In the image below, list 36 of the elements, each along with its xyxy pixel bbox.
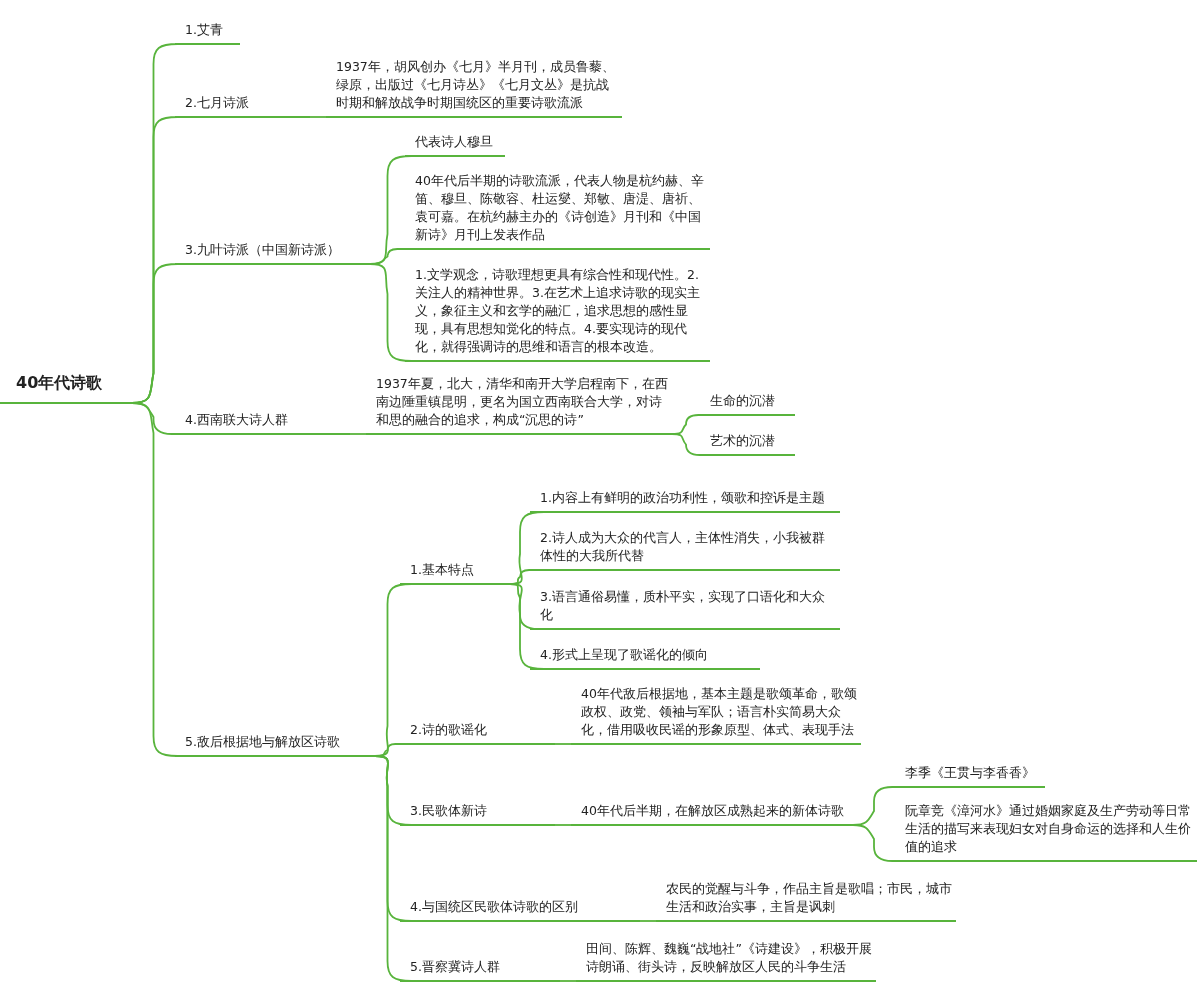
branch-line: [309, 116, 327, 118]
topic-text: 2.七月诗派: [184, 94, 250, 112]
topic-text: 3.语言通俗易懂，质朴平实，实现了口语化和大众化: [539, 588, 826, 624]
topic-text: 1.内容上有鲜明的政治功利性，颂歌和控诉是主题: [539, 489, 826, 507]
branch-line: [554, 824, 572, 826]
topic-text: 生命的沉潜: [709, 392, 776, 410]
topic-text: 4.西南联大诗人群: [184, 411, 289, 429]
topic-text: 李季《王贯与李香香》: [904, 764, 1036, 782]
topic-text: 4.形式上呈现了歌谣化的倾向: [539, 646, 709, 664]
topic-text: 1.文学观念，诗歌理想更具有综合性和现代性。2.关注人的精神世界。3.在艺术上追求诗歌的现实主义，象征主义和玄学的融汇，追求思想的感性显现，具有思想知觉化的特点。4.要实现诗的现代化，就得强调诗的思维和语言的根本改造。: [414, 266, 701, 356]
topic-text: 阮章竞《漳河水》通过婚姻家庭及生产劳动等日常生活的描写来表现妇女对自身命运的选择和人生价值的追求: [904, 802, 1192, 856]
topic-text: 代表诗人穆旦: [414, 133, 494, 151]
topic-text: 5.敌后根据地与解放区诗歌: [184, 733, 341, 751]
topic-text: 5.晋察冀诗人群: [409, 958, 501, 976]
central-topic-text: 40年代诗歌: [15, 374, 104, 394]
branch-line: [639, 920, 657, 922]
topic-text: 2.诗人成为大众的代言人，主体性消失，小我被群体性的大我所代替: [539, 529, 826, 565]
topic-text: 1.基本特点: [409, 561, 475, 579]
topic-text: 艺术的沉潜: [709, 432, 776, 450]
branch-line: [349, 433, 367, 435]
topic-text: 1.艾青: [184, 21, 224, 39]
branch-line: [852, 824, 896, 862]
topic-text: 2.诗的歌谣化: [409, 721, 488, 739]
topic-text: 1937年夏，北大，清华和南开大学启程南下，在西南边陲重镇昆明，更名为国立西南联合大学，对诗和思的融合的追求，构成“沉思的诗”: [375, 375, 669, 429]
topic-text: 40年代后半期的诗歌流派，代表人物是杭约赫、辛笛、穆旦、陈敬容、杜运燮、郑敏、唐湜、唐祈、袁可嘉。在杭约赫主办的《诗创造》月刊和《中国新诗》月刊上发表作品: [414, 172, 705, 244]
topic-text: 3.九叶诗派（中国新诗派）: [184, 241, 341, 259]
topic-text: 农民的觉醒与斗争，作品主旨是歌唱；市民，城市生活和政治实事，主旨是讽刺: [665, 880, 953, 916]
topic-text: 3.民歌体新诗: [409, 802, 488, 820]
branch-line: [671, 433, 701, 456]
branch-line: [554, 743, 572, 745]
topic-text: 4.与国统区民歌体诗歌的区别: [409, 898, 579, 916]
topic-text: 40年代敌后根据地，基本主题是歌颂革命，歌颂政权、政党、领袖与军队；语言朴实简易大众化，借用吸收民谣的形象原型、体式、表现手法: [580, 685, 858, 739]
topic-text: 田间、陈辉、魏巍“战地社”《诗建设》，积极开展诗朗诵、街头诗，反映解放区人民的斗争生活: [585, 940, 873, 976]
topic-text: 1937年，胡风创办《七月》半月刊，成员鲁藜、绿原，出版过《七月诗丛》《七月文丛》是抗战时期和解放战争时期国统区的重要诗歌流派: [335, 58, 616, 112]
branch-line: [559, 980, 577, 982]
topic-text: 40年代后半期，在解放区成熟起来的新体诗歌: [580, 802, 845, 820]
